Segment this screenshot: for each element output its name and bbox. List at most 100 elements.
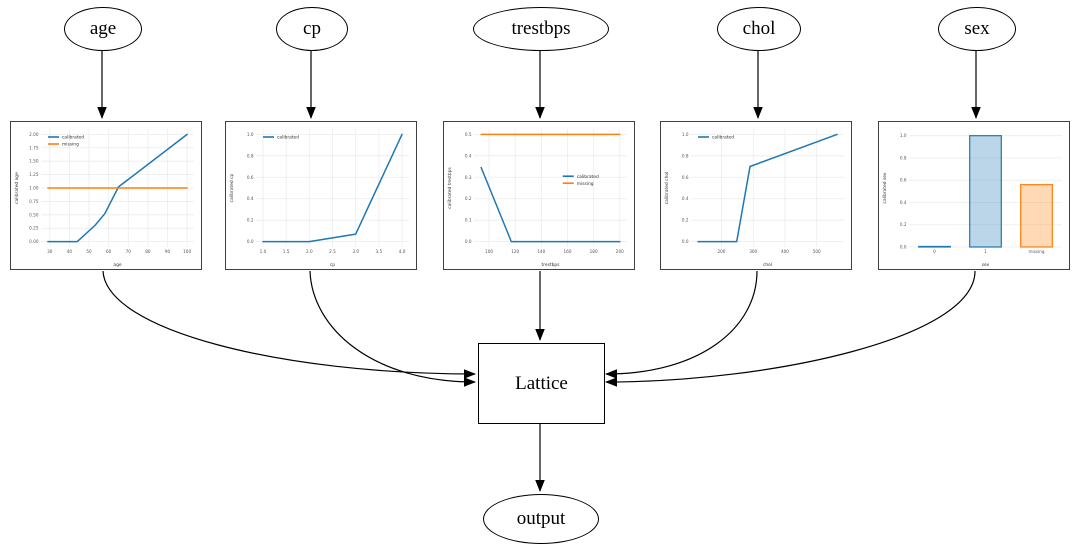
input-node-age-label: age bbox=[89, 18, 117, 39]
calibration-chart-sex: 0.0 0.2 0.4 0.6 0.8 1.0 0 1 missing sex calibrated… bbox=[878, 121, 1070, 270]
svg-text:50: 50 bbox=[86, 249, 92, 254]
svg-text:3.5: 3.5 bbox=[376, 249, 383, 254]
svg-text:0.0: 0.0 bbox=[682, 239, 689, 244]
svg-text:0.25: 0.25 bbox=[29, 226, 39, 231]
input-node-trestbps: trestbps bbox=[473, 7, 609, 51]
svg-text:0.4: 0.4 bbox=[247, 196, 254, 201]
svg-text:0.6: 0.6 bbox=[900, 178, 907, 183]
svg-text:missing: missing bbox=[577, 181, 594, 187]
svg-text:1.0: 1.0 bbox=[900, 133, 907, 138]
svg-text:0.2: 0.2 bbox=[247, 218, 254, 223]
svg-text:calibrated age: calibrated age bbox=[14, 172, 20, 204]
calibration-plot-sex: 0.0 0.2 0.4 0.6 0.8 1.0 0 1 missing sex calibrated… bbox=[882, 129, 1062, 268]
svg-text:0.75: 0.75 bbox=[29, 199, 39, 204]
svg-text:120: 120 bbox=[511, 249, 519, 254]
svg-text:0.6: 0.6 bbox=[682, 175, 689, 180]
edge-cp-chart-to-lattice bbox=[309, 270, 476, 387]
svg-text:30: 30 bbox=[47, 249, 53, 254]
svg-text:0.8: 0.8 bbox=[247, 153, 254, 158]
svg-text:missing: missing bbox=[1028, 249, 1044, 254]
svg-text:0.50: 0.50 bbox=[29, 212, 39, 217]
svg-text:200: 200 bbox=[616, 249, 624, 254]
input-node-chol: chol bbox=[717, 7, 801, 51]
input-node-age: age bbox=[64, 7, 142, 51]
svg-text:0.8: 0.8 bbox=[682, 153, 689, 158]
svg-text:0: 0 bbox=[933, 249, 936, 254]
svg-text:0.1: 0.1 bbox=[465, 218, 472, 223]
svg-text:1: 1 bbox=[984, 249, 987, 254]
svg-text:70: 70 bbox=[126, 249, 132, 254]
svg-text:calibrated: calibrated bbox=[62, 135, 84, 141]
svg-text:80: 80 bbox=[145, 249, 151, 254]
svg-text:2.5: 2.5 bbox=[329, 249, 336, 254]
svg-text:0.0: 0.0 bbox=[465, 239, 472, 244]
svg-text:4.0: 4.0 bbox=[399, 249, 406, 254]
svg-text:0.00: 0.00 bbox=[29, 239, 39, 244]
edge-sex-chart-to-lattice bbox=[605, 270, 976, 387]
svg-text:3.0: 3.0 bbox=[352, 249, 359, 254]
svg-text:90: 90 bbox=[165, 249, 171, 254]
svg-text:1.0: 1.0 bbox=[682, 132, 689, 137]
svg-text:100: 100 bbox=[183, 249, 191, 254]
svg-text:300: 300 bbox=[749, 249, 757, 254]
svg-text:1.25: 1.25 bbox=[29, 172, 39, 177]
input-node-sex: sex bbox=[938, 7, 1016, 51]
edge-age-chart-to-lattice bbox=[102, 270, 476, 379]
svg-text:0.2: 0.2 bbox=[465, 196, 472, 201]
svg-text:0.8: 0.8 bbox=[900, 155, 907, 160]
svg-text:1.00: 1.00 bbox=[29, 186, 39, 191]
svg-text:cp: cp bbox=[330, 263, 335, 268]
svg-text:200: 200 bbox=[717, 249, 725, 254]
svg-text:1.0: 1.0 bbox=[247, 132, 254, 137]
svg-text:60: 60 bbox=[106, 249, 112, 254]
svg-text:0.4: 0.4 bbox=[900, 200, 907, 205]
svg-text:100: 100 bbox=[485, 249, 493, 254]
svg-text:2.0: 2.0 bbox=[306, 249, 313, 254]
svg-text:0.6: 0.6 bbox=[247, 175, 254, 180]
svg-text:1.75: 1.75 bbox=[29, 145, 39, 150]
svg-text:calibrated trestbps: calibrated trestbps bbox=[447, 167, 453, 209]
input-node-chol-label: chol bbox=[742, 18, 776, 39]
svg-text:0.5: 0.5 bbox=[465, 132, 472, 137]
svg-text:500: 500 bbox=[813, 249, 821, 254]
svg-text:180: 180 bbox=[590, 249, 598, 254]
svg-text:missing: missing bbox=[62, 142, 79, 148]
svg-text:calibrated chol: calibrated chol bbox=[664, 172, 670, 205]
svg-text:400: 400 bbox=[781, 249, 789, 254]
svg-text:calibrated: calibrated bbox=[577, 174, 599, 180]
output-node: output bbox=[483, 494, 599, 544]
input-node-cp: cp bbox=[276, 7, 348, 51]
lattice-node: Lattice bbox=[478, 343, 605, 424]
edge-chol-chart-to-lattice bbox=[605, 270, 758, 379]
svg-text:160: 160 bbox=[564, 249, 572, 254]
calibration-chart-chol: 0.0 0.2 0.4 0.6 0.8 1.0 200 300 400 500 chol calibr… bbox=[660, 121, 852, 270]
svg-text:1.50: 1.50 bbox=[29, 159, 39, 164]
svg-text:calibrated cp: calibrated cp bbox=[229, 173, 235, 202]
svg-text:0.4: 0.4 bbox=[682, 196, 689, 201]
svg-text:140: 140 bbox=[537, 249, 545, 254]
svg-text:0.0: 0.0 bbox=[247, 239, 254, 244]
svg-text:chol: chol bbox=[763, 262, 772, 268]
lattice-node-label: Lattice bbox=[515, 372, 568, 394]
svg-text:0.4: 0.4 bbox=[465, 153, 472, 158]
svg-text:0.2: 0.2 bbox=[682, 218, 689, 223]
svg-text:calibrated: calibrated bbox=[277, 135, 299, 141]
input-node-trestbps-label: trestbps bbox=[511, 18, 571, 39]
svg-text:0.2: 0.2 bbox=[900, 222, 907, 227]
svg-text:2.00: 2.00 bbox=[29, 132, 39, 137]
input-node-cp-label: cp bbox=[303, 18, 321, 39]
svg-text:sex: sex bbox=[982, 263, 990, 268]
input-node-sex-label: sex bbox=[964, 18, 990, 39]
svg-text:0.0: 0.0 bbox=[900, 245, 907, 250]
svg-text:calibrated sex: calibrated sex bbox=[882, 172, 888, 203]
svg-text:0.3: 0.3 bbox=[465, 175, 472, 180]
svg-text:1.0: 1.0 bbox=[260, 249, 267, 254]
